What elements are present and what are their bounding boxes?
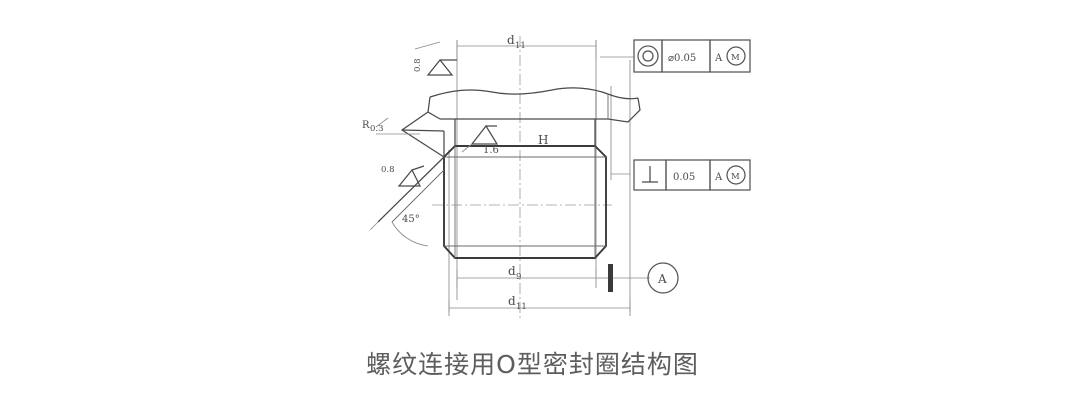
bottom-dimension-d11: d 11	[448, 294, 631, 316]
d11-label-sub: 11	[516, 302, 527, 312]
datum-bar-icon	[608, 264, 613, 292]
height-label-H: H	[538, 133, 548, 147]
flange-left-end	[427, 96, 441, 120]
d9-label-base: d	[508, 264, 516, 278]
sf-bore-leader	[461, 143, 473, 153]
fcf2-datum-text: A	[714, 172, 723, 183]
main-body	[443, 119, 607, 259]
technical-drawing-area: 0.8 0.8 1.6 45° R 0.3	[362, 33, 751, 320]
figure-caption: 螺纹连接用O型密封圈结构图	[366, 350, 699, 379]
fcf2-modifier-text: M	[731, 172, 740, 182]
top-dim-label-base: d	[507, 33, 515, 47]
fcf2-modifier-circle	[726, 165, 746, 185]
angle-arc-45	[391, 221, 429, 247]
radius-label-group: R 0.3	[362, 120, 384, 134]
chamfer-45-line	[377, 156, 445, 223]
d11-label-base: d	[508, 294, 516, 308]
sf-bore-value: 1.6	[483, 145, 499, 156]
d9-label-sub: 9	[516, 272, 521, 282]
datum-label-A: A	[657, 272, 667, 286]
centerlines	[432, 36, 612, 320]
sf-top-leader	[414, 41, 441, 50]
sf-chamfer-value: 0.8	[381, 165, 395, 175]
radius-label-base: R	[362, 120, 370, 131]
concentricity-frame: ⌀0.05 A M	[600, 39, 751, 73]
sf-top-triangle-icon	[426, 58, 454, 76]
perpendicularity-icon	[642, 166, 658, 183]
fcf1-datum-text: A	[714, 53, 723, 64]
radius-leader-tick	[375, 117, 389, 128]
fcf2-tolerance-text: 0.05	[673, 172, 695, 183]
sf-chamfer-triangle-icon	[397, 168, 422, 187]
surface-finish-bore: 1.6	[461, 124, 499, 156]
fcf1-modifier-circle	[726, 46, 746, 66]
flange-right-end	[607, 97, 641, 123]
bottom-dimension-d9: d 9	[456, 264, 597, 288]
surface-finish-top-left: 0.8	[413, 41, 457, 76]
datum-feature-symbol: A	[596, 262, 679, 294]
angle-label-45: 45°	[402, 214, 420, 225]
top-flange	[427, 87, 641, 123]
fcf1-datum-box	[709, 39, 751, 73]
sf-bore-triangle-icon	[470, 124, 499, 145]
fcf1-modifier-text: M	[731, 53, 740, 63]
fcf1-tolerance-text: ⌀0.05	[668, 53, 696, 64]
perpendicularity-frame: 0.05 A M	[633, 159, 751, 191]
body-outline-chamfered	[443, 145, 607, 259]
flange-top-wavy-edge	[429, 87, 639, 100]
chamfer-45-line-inner	[391, 169, 445, 223]
drawing-canvas: 0.8 0.8 1.6 45° R 0.3	[362, 33, 751, 320]
v-notch-midline	[401, 129, 445, 132]
radius-label-value: 0.3	[370, 124, 384, 134]
surface-finish-chamfer: 0.8	[381, 165, 425, 187]
angle-leader-tail	[369, 221, 379, 231]
datum-circle-icon	[647, 262, 679, 294]
concentricity-icon-outer	[637, 45, 659, 67]
concentricity-icon-inner	[642, 50, 654, 62]
sf-chamfer-bar	[411, 165, 425, 171]
top-dim-label-sub: 11	[515, 41, 526, 51]
top-dimension-d11: d 11	[456, 33, 597, 58]
extension-lines	[448, 40, 631, 312]
sf-top-left-value: 0.8	[413, 58, 423, 72]
left-chamfer-groove	[369, 111, 445, 247]
fcf2-datum-box	[709, 159, 751, 191]
v-notch-upper	[400, 111, 445, 158]
